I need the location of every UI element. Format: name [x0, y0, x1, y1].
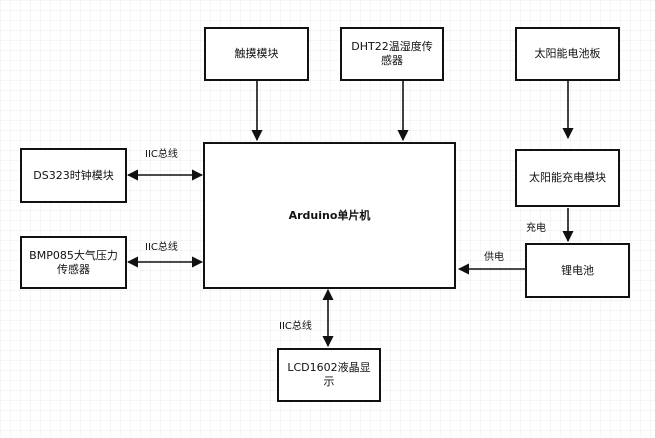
- edge-label-iic-bmp085: IIC总线: [145, 242, 178, 253]
- node-arduino-mcu: Arduino单片机: [203, 142, 456, 289]
- node-solar-charge-module-label: 太阳能充电模块: [529, 171, 606, 185]
- node-arduino-mcu-label: Arduino单片机: [288, 208, 371, 222]
- node-touch-module: 触摸模块: [204, 27, 309, 81]
- node-lithium-battery-label: 锂电池: [561, 263, 594, 277]
- edge-label-power: 供电: [484, 252, 504, 263]
- node-dht22-sensor-label: DHT22温湿度传感器: [351, 40, 433, 67]
- edge-label-charge: 充电: [526, 223, 546, 234]
- node-bmp085-sensor: BMP085大气压力传感器: [20, 236, 127, 289]
- node-bmp085-sensor-label: BMP085大气压力传感器: [29, 248, 118, 276]
- edge-label-iic-ds323: IIC总线: [145, 149, 178, 160]
- node-dht22-sensor: DHT22温湿度传感器: [340, 27, 444, 81]
- node-solar-charge-module: 太阳能充电模块: [515, 149, 620, 207]
- node-solar-panel: 太阳能电池板: [515, 27, 620, 81]
- node-ds323-clock-label: DS323时钟模块: [33, 168, 114, 182]
- node-solar-panel-label: 太阳能电池板: [534, 47, 601, 61]
- node-touch-module-label: 触摸模块: [234, 47, 279, 61]
- node-ds323-clock: DS323时钟模块: [20, 148, 127, 203]
- node-lcd-display: LCD1602液晶显示: [277, 348, 381, 402]
- node-lithium-battery: 锂电池: [525, 243, 630, 298]
- node-lcd-display-label: LCD1602液晶显示: [287, 361, 371, 388]
- edge-label-iic-lcd: IIC总线: [279, 321, 312, 332]
